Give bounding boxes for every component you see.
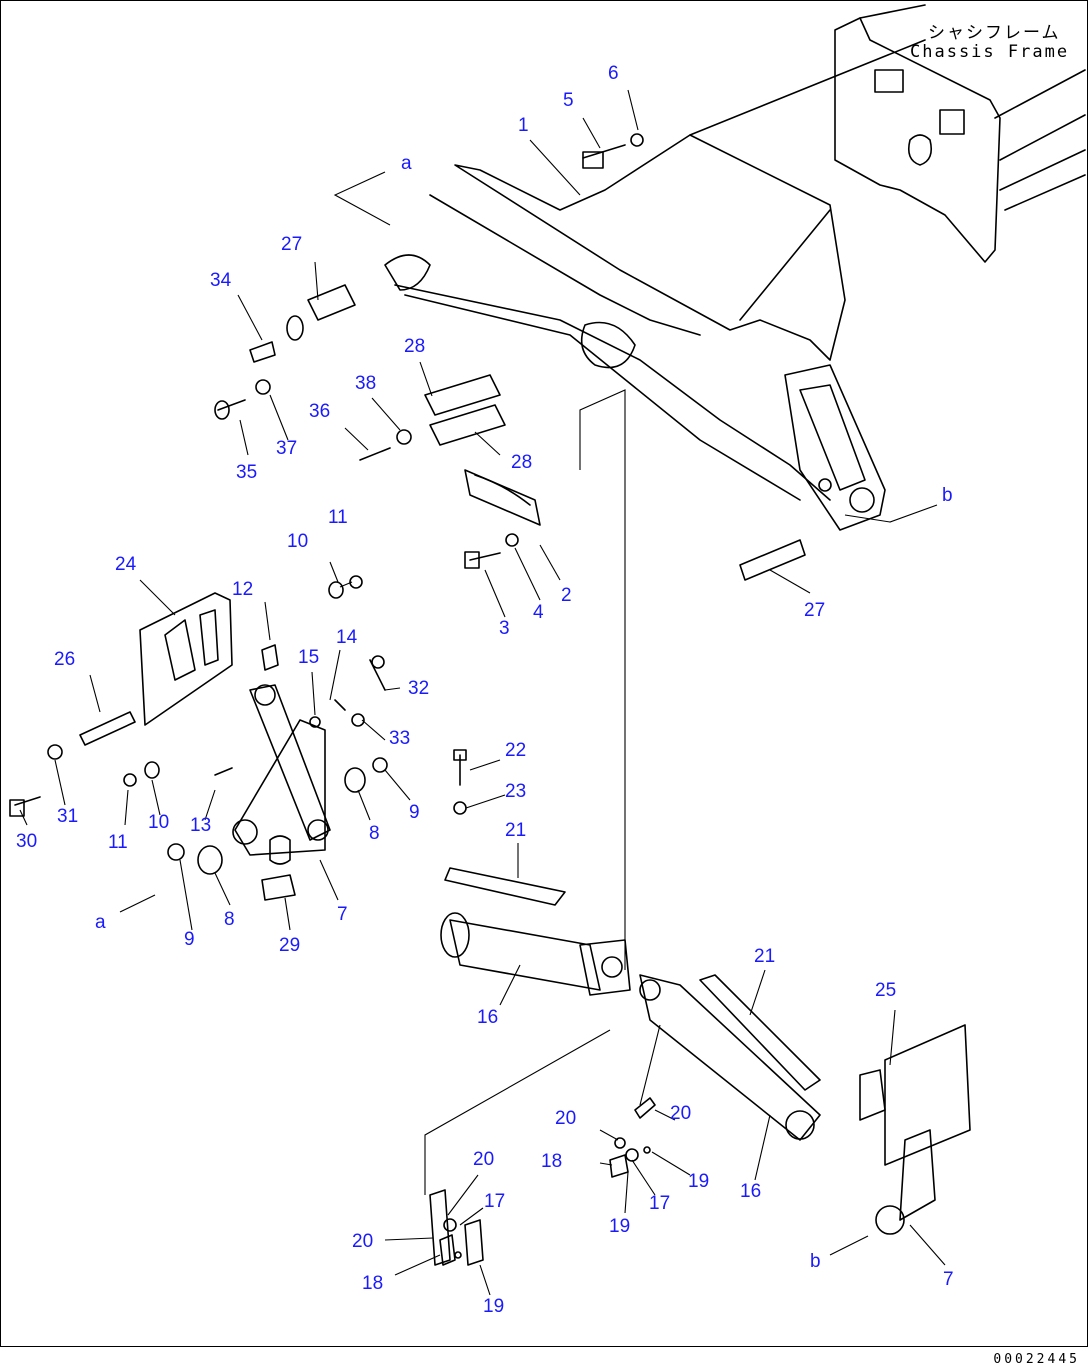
callout-20-upper-left: 20 [555, 1108, 577, 1129]
callout-12: 12 [232, 579, 254, 600]
callout-24: 24 [115, 554, 137, 575]
callout-17-upper: 17 [649, 1193, 671, 1214]
callout-37: 37 [276, 438, 298, 459]
link-left-drawing [232, 684, 331, 865]
callout-5: 5 [563, 90, 574, 111]
callout-21-upper: 21 [505, 820, 527, 841]
callout-25: 25 [875, 980, 897, 1001]
callout-33: 33 [389, 728, 411, 749]
callout-10-lower: 10 [148, 812, 170, 833]
callout-16-left: 16 [477, 1007, 499, 1028]
sensor-hardware-drawing [429, 1097, 656, 1266]
callout-19-right: 19 [688, 1171, 710, 1192]
callout-18-lower: 18 [362, 1273, 384, 1294]
hardware-drawing [9, 133, 806, 901]
callout-9-upper: 9 [409, 802, 420, 823]
cylinder-left-drawing [440, 912, 631, 996]
callout-34: 34 [210, 270, 232, 291]
callout-16-right: 16 [740, 1181, 762, 1202]
callout-9-lower: 9 [184, 929, 195, 950]
callout-8-lower: 8 [224, 909, 235, 930]
callout-15: 15 [298, 647, 320, 668]
callout-18-upper: 18 [541, 1151, 563, 1172]
callout-22: 22 [505, 740, 527, 761]
chassis-frame-label-english: Chassis Frame [910, 42, 1070, 62]
callout-27-upper: 27 [281, 234, 303, 255]
callout-14: 14 [336, 627, 358, 648]
callout-23: 23 [505, 781, 527, 802]
lever-arm-drawing [464, 364, 886, 531]
callout-35: 35 [236, 462, 258, 483]
leader-lines [19, 89, 946, 1296]
callout-3: 3 [499, 618, 510, 639]
main-bracket-drawing [384, 39, 926, 501]
pedal-right-drawing [859, 1024, 971, 1235]
reference-a-top: a [401, 153, 412, 174]
callout-29: 29 [279, 935, 301, 956]
callout-32: 32 [408, 678, 430, 699]
callout-2: 2 [561, 585, 572, 606]
callout-11-lower: 11 [108, 832, 128, 853]
drawing-code: 00022445 [993, 1352, 1080, 1367]
callout-28-lower: 28 [511, 452, 533, 473]
callout-6: 6 [608, 63, 619, 84]
callout-19-lower: 19 [483, 1296, 505, 1317]
callout-20-lower-left: 20 [352, 1231, 374, 1252]
callout-38: 38 [355, 373, 377, 394]
callout-1: 1 [518, 115, 529, 136]
callout-28-upper: 28 [404, 336, 426, 357]
callout-30: 30 [16, 831, 38, 852]
reference-b-right: b [942, 485, 953, 506]
chassis-frame-label-japanese: シャシフレーム [928, 23, 1061, 43]
chassis-frame-drawing [834, 4, 1086, 263]
reference-b-bottom: b [810, 1251, 821, 1272]
callout-27-lower: 27 [804, 600, 826, 621]
callout-36: 36 [309, 401, 331, 422]
callout-4: 4 [533, 602, 544, 623]
callout-13: 13 [190, 815, 212, 836]
callout-26: 26 [54, 649, 76, 670]
reference-a-left: a [95, 912, 106, 933]
cylinder-right-drawing [639, 974, 821, 1141]
callout-11-upper: 11 [328, 507, 348, 528]
callout-7-left: 7 [337, 904, 348, 925]
pedal-left-drawing [139, 592, 233, 726]
callout-17-lower: 17 [484, 1191, 506, 1212]
callout-21-lower: 21 [754, 946, 776, 967]
callout-20-lower-right: 20 [473, 1149, 495, 1170]
callout-8-upper: 8 [369, 823, 380, 844]
callout-31: 31 [57, 806, 79, 827]
guard-plates-drawing [444, 867, 566, 906]
callout-20-upper-right: 20 [670, 1103, 692, 1124]
callout-19-center: 19 [609, 1216, 631, 1237]
callout-7-right: 7 [943, 1269, 954, 1290]
callout-10-upper: 10 [287, 531, 309, 552]
